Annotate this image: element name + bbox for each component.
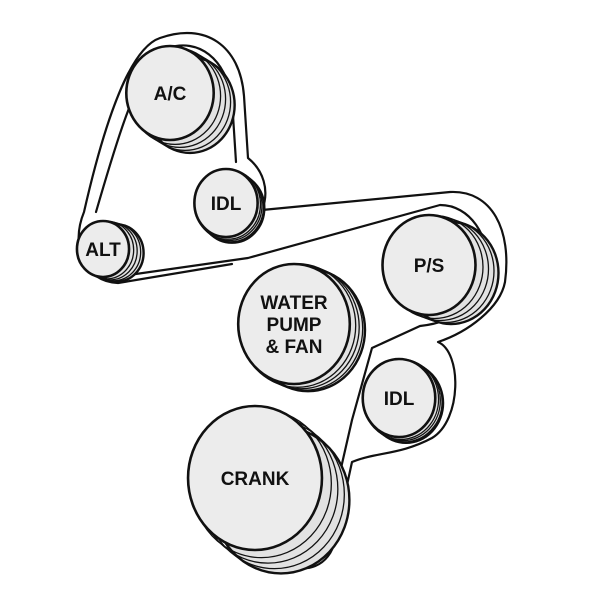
pulley-label: IDL (211, 194, 242, 215)
pulley-label: P/S (414, 256, 445, 277)
pulley-label: A/C (154, 84, 187, 105)
pulley-ps: P/S (381, 213, 500, 326)
pulley-crank: CRANK (186, 404, 351, 575)
pulley-face (381, 213, 477, 317)
pulley-label-line: WATER (260, 293, 327, 314)
pulley-label: IDL (384, 389, 415, 410)
pulley-face (124, 44, 216, 142)
pulley-face (361, 357, 437, 439)
pulley-label-line: PUMP (267, 315, 322, 336)
pulley-face (236, 262, 352, 386)
pulley-label-line: CRANK (221, 469, 290, 490)
pulley-label-line: ALT (85, 240, 121, 261)
pulley-face (75, 219, 131, 279)
pulley-label-line: P/S (414, 256, 445, 277)
pulley-ac: A/C (124, 44, 236, 155)
pulley-label-line: A/C (154, 84, 187, 105)
pulley-idl-upper: IDL (193, 167, 266, 244)
pulley-idl-lower: IDL (361, 357, 445, 444)
pulley-face (193, 167, 259, 239)
pulley-face (186, 404, 324, 552)
pulley-label-line: & FAN (266, 337, 323, 358)
pulley-alt: ALT (75, 219, 145, 283)
pulley-label-line: IDL (384, 389, 415, 410)
pulley-label: ALT (85, 240, 121, 261)
pulley-label: CRANK (221, 469, 290, 490)
pulley-label-line: IDL (211, 194, 242, 215)
